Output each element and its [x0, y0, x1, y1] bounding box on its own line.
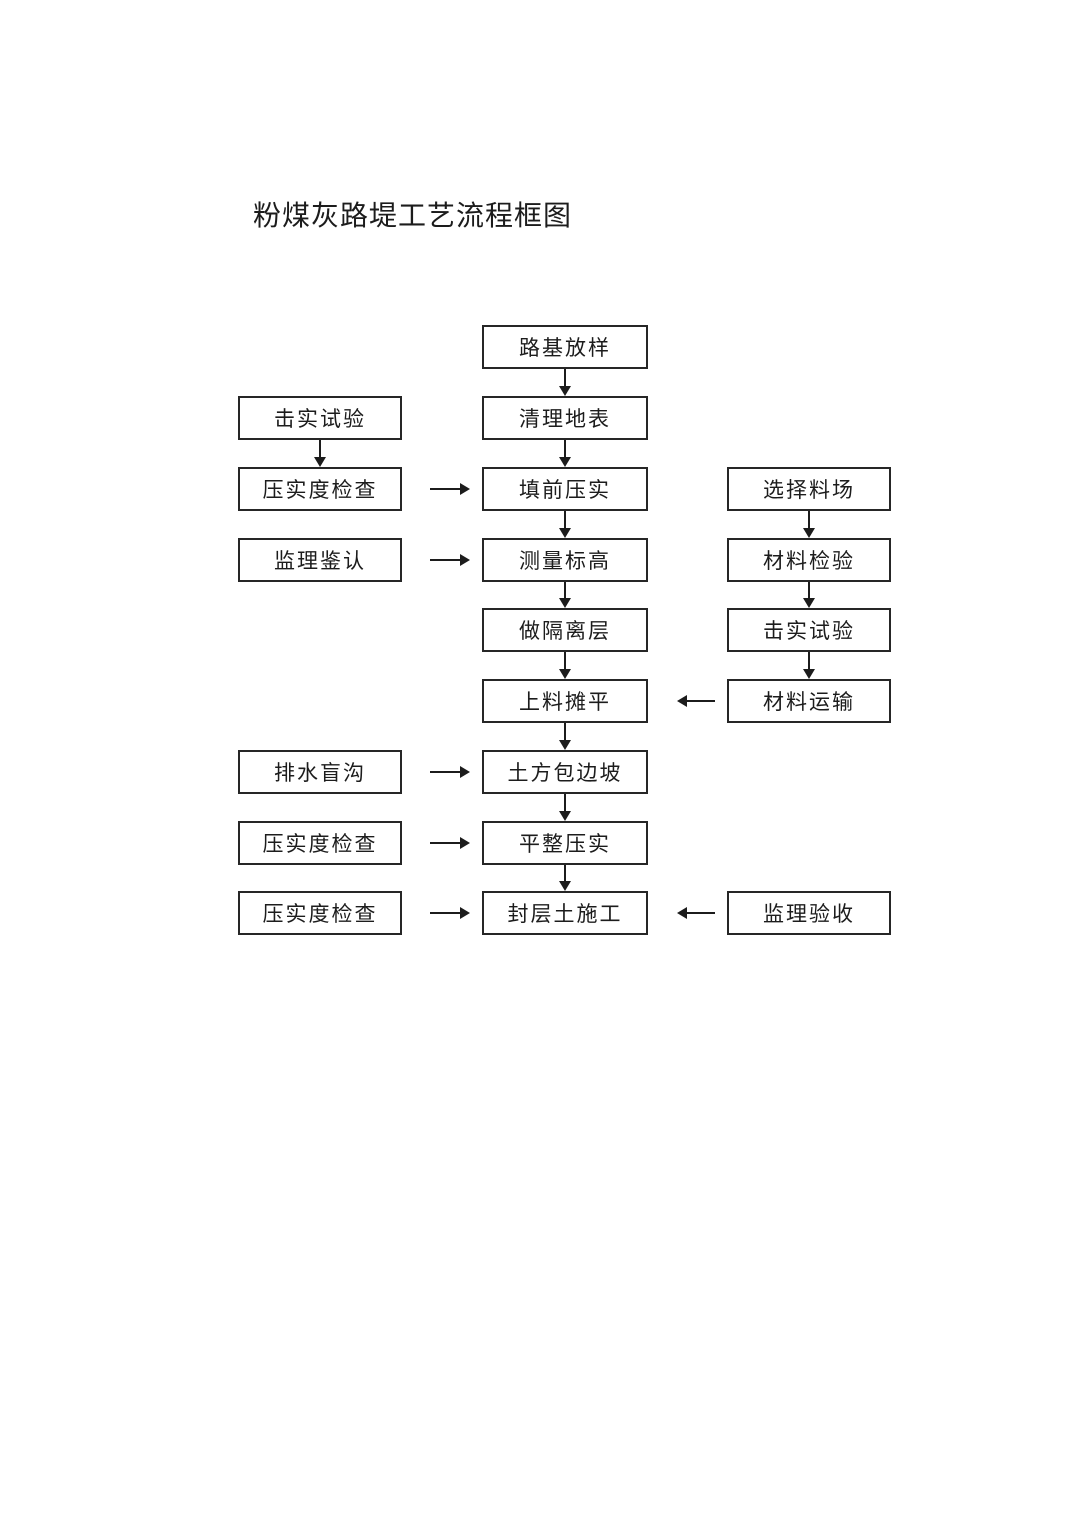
arrow-slope-to-leveling-icon — [559, 794, 571, 821]
arrow-leveling-to-sealing-icon — [559, 865, 571, 891]
node-material-inspection: 材料检验 — [727, 538, 891, 582]
arrow-yard-to-inspection-icon — [803, 511, 815, 538]
node-compaction-test-left: 击实试验 — [238, 396, 402, 440]
arrow-test-to-check-left-icon — [314, 440, 326, 467]
node-select-material-yard: 选择料场 — [727, 467, 891, 511]
node-clear-surface: 清理地表 — [482, 396, 648, 440]
node-prefill-compaction: 填前压实 — [482, 467, 648, 511]
page-title: 粉煤灰路堤工艺流程框图 — [253, 201, 573, 232]
node-isolation-layer: 做隔离层 — [482, 608, 648, 652]
arrow-transport-to-spread-icon — [677, 695, 715, 707]
arrow-inspection-to-test-icon — [803, 582, 815, 608]
node-sealing-soil: 封层土施工 — [482, 891, 648, 935]
node-compaction-check-1: 压实度检查 — [238, 467, 402, 511]
node-compaction-test-right: 击实试验 — [727, 608, 891, 652]
node-roadbed-stakeout: 路基放样 — [482, 325, 648, 369]
arrow-confirm-to-measure-icon — [430, 554, 470, 566]
arrow-check2-to-leveling-icon — [430, 837, 470, 849]
node-drainage-blind-ditch: 排水盲沟 — [238, 750, 402, 794]
node-measure-elevation: 测量标高 — [482, 538, 648, 582]
arrow-measure-to-isolation-icon — [559, 582, 571, 608]
node-material-spreading: 上料摊平 — [482, 679, 648, 723]
arrow-acceptance-to-sealing-icon — [677, 907, 715, 919]
arrow-isolation-to-spread-icon — [559, 652, 571, 679]
arrow-roadbed-to-clear-icon — [559, 369, 571, 396]
node-supervisor-acceptance: 监理验收 — [727, 891, 891, 935]
arrow-check3-to-sealing-icon — [430, 907, 470, 919]
node-leveling-compaction: 平整压实 — [482, 821, 648, 865]
arrow-prefill-to-measure-icon — [559, 511, 571, 538]
node-compaction-check-3: 压实度检查 — [238, 891, 402, 935]
arrow-ditch-to-slope-icon — [430, 766, 470, 778]
arrow-test-to-transport-icon — [803, 652, 815, 679]
node-material-transport: 材料运输 — [727, 679, 891, 723]
node-soil-slope-wrap: 土方包边坡 — [482, 750, 648, 794]
node-compaction-check-2: 压实度检查 — [238, 821, 402, 865]
arrow-clear-to-prefill-icon — [559, 440, 571, 467]
node-supervisor-confirm: 监理鉴认 — [238, 538, 402, 582]
arrow-spread-to-slope-icon — [559, 723, 571, 750]
arrow-check1-to-prefill-icon — [430, 483, 470, 495]
